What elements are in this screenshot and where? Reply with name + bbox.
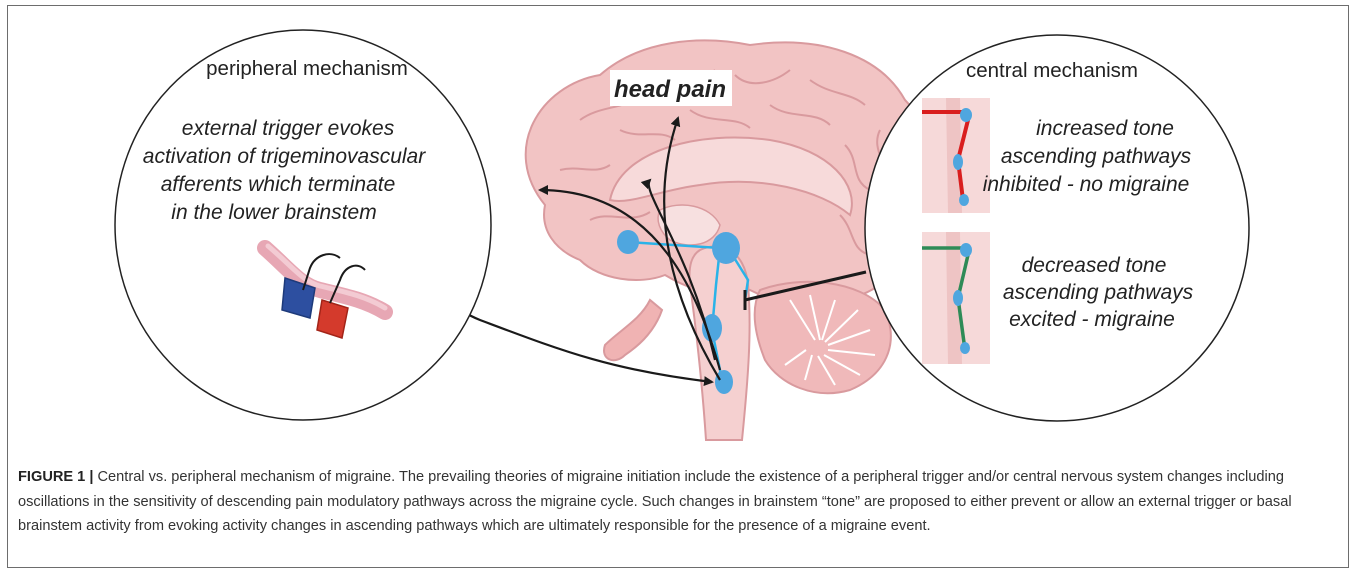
green-node-3 (960, 342, 970, 354)
nucleus-medulla (715, 370, 733, 394)
figure-caption: FIGURE 1 | Central vs. peripheral mechan… (18, 465, 1340, 539)
central-title: central mechanism (966, 59, 1138, 82)
figure-label: FIGURE 1 | (18, 469, 93, 485)
increased-line-3: inhibited - no migraine (983, 173, 1190, 196)
red-node-3 (959, 194, 969, 206)
decreased-line-1: decreased tone (1022, 254, 1167, 277)
peripheral-circle (115, 30, 491, 420)
nucleus-midbrain (712, 232, 740, 264)
peripheral-mechanism-panel: peripheral mechanism external trigger ev… (115, 30, 491, 420)
migraine-diagram: peripheral mechanism external trigger ev… (0, 0, 1358, 460)
peripheral-line-3: afferents which terminate (161, 173, 396, 196)
nucleus-pons (702, 314, 722, 342)
peripheral-title: peripheral mechanism (206, 57, 408, 80)
head-pain-label: head pain (614, 76, 726, 103)
increased-tone-thumbnail (922, 98, 990, 213)
red-node-2 (953, 154, 963, 170)
increased-line-1: increased tone (1036, 117, 1174, 140)
peripheral-line-1: external trigger evokes (182, 117, 395, 140)
green-node-1 (960, 243, 972, 257)
decreased-tone-thumbnail (922, 232, 990, 364)
head-pain-label-group: head pain (610, 70, 732, 106)
red-node-1 (960, 108, 972, 122)
nucleus-hypothalamus (617, 230, 639, 254)
pituitary (604, 300, 662, 360)
central-mechanism-panel: central mechanism increased tone ascendi… (865, 35, 1249, 421)
brainstem (689, 246, 749, 440)
caption-text: Central vs. peripheral mechanism of migr… (18, 469, 1292, 534)
increased-line-2: ascending pathways (1001, 145, 1192, 168)
decreased-line-2: ascending pathways (1003, 281, 1194, 304)
green-node-2 (953, 290, 963, 306)
peripheral-line-4: in the lower brainstem (171, 201, 376, 224)
peripheral-line-2: activation of trigeminovascular (143, 145, 426, 168)
decreased-line-3: excited - migraine (1009, 308, 1175, 331)
